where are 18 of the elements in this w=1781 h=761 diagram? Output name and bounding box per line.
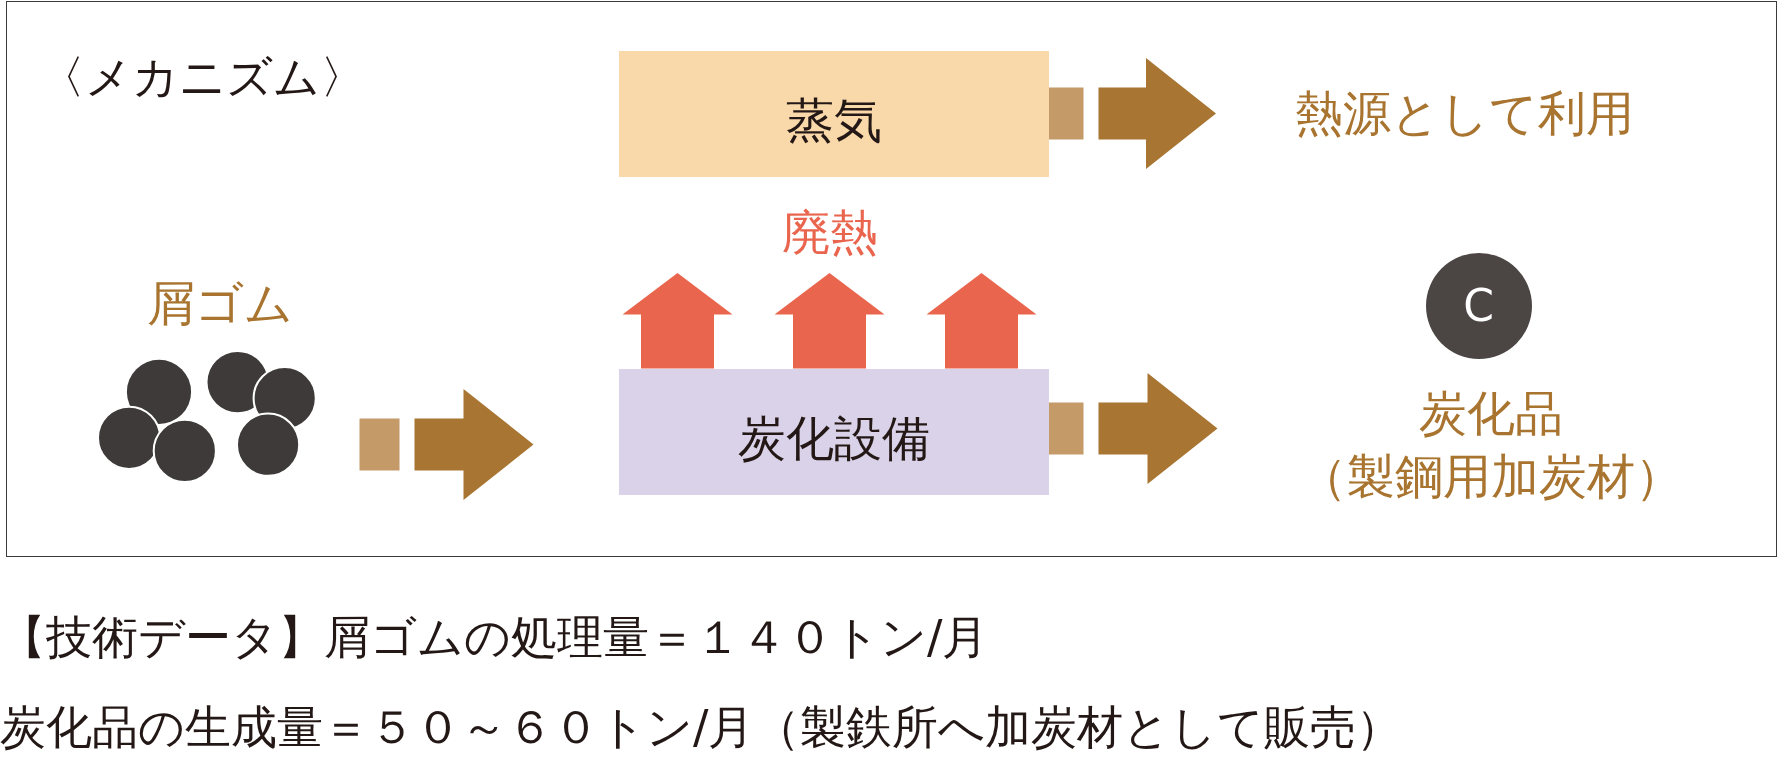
symbol-circle: C <box>1425 252 1532 359</box>
block-arrow <box>359 389 534 500</box>
product-note: （製鋼用加炭材） <box>1298 447 1683 506</box>
block-arrow <box>622 273 733 369</box>
panel-heading: 〈メカニズム〉 <box>39 49 366 106</box>
note-text: 炭化品の生成量＝５０～６０トン/月（製鉄所へ加炭材として販売） <box>0 700 1403 756</box>
block-arrow <box>1048 58 1216 169</box>
product-label: 炭化品 <box>1417 384 1564 443</box>
block-arrow <box>926 273 1037 369</box>
process-box: 炭化設備 <box>618 368 1049 495</box>
block-arrow <box>1048 373 1218 484</box>
note-text: 【技術データ】屑ゴムの処理量＝１４０トン/月 <box>0 610 989 666</box>
input-label: 屑ゴム <box>147 274 293 333</box>
panel <box>6 1 1777 557</box>
output-label: 熱源として利用 <box>1295 84 1634 143</box>
heat-label: 廃熱 <box>781 203 878 262</box>
block-arrow <box>774 273 885 369</box>
process-box: 蒸気 <box>618 50 1049 177</box>
